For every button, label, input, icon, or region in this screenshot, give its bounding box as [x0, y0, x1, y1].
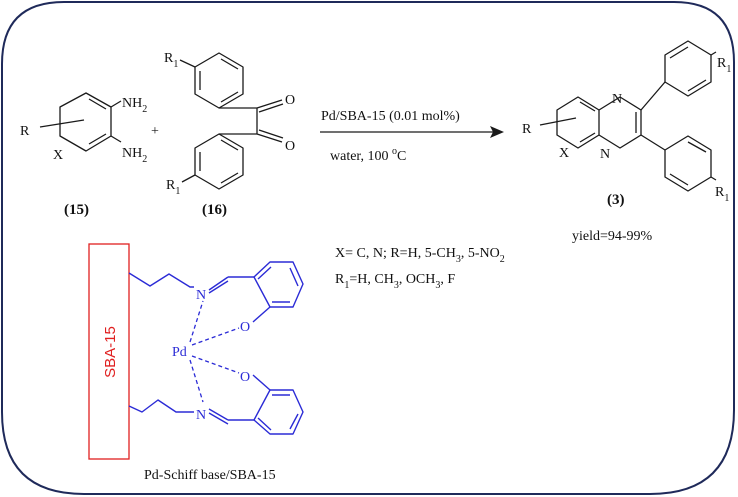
benzil-O-top: O — [285, 93, 295, 108]
reactant-15-diamine: R X NH2 NH2 (15) — [20, 92, 147, 218]
lower-phenoxide-O: O — [240, 370, 250, 385]
quinoxaline-aryl-bonds — [640, 51, 717, 181]
palladium-label: Pd — [172, 345, 187, 360]
benzil-bottom-ring-double-bonds — [199, 139, 239, 184]
reaction-arrow: Pd/SBA-15 (0.01 mol%) water, 100 oC — [320, 109, 504, 164]
quinoxaline-N-bottom: N — [600, 147, 610, 162]
arrow-condition-text: water, 100 oC — [330, 146, 406, 164]
sba15-support-label: SBA-15 — [102, 326, 119, 378]
lower-imine-N: N — [196, 408, 206, 423]
lower-phenol-ring-double-bonds — [257, 394, 299, 431]
diamine-NH2-bonds — [110, 100, 122, 143]
quinoxaline-R-bond — [539, 117, 577, 126]
diamine-R-label: R — [20, 124, 30, 139]
benzil-O-bottom: O — [285, 139, 295, 154]
diamine-R-bond — [39, 119, 85, 128]
upper-phenoxide-bond — [252, 306, 271, 323]
benzil-top-ring-double-bonds — [199, 58, 239, 103]
quinoxaline-benzo-ring — [556, 96, 600, 149]
product-yield: yield=94-99% — [572, 229, 653, 244]
lower-phenol-ring — [253, 389, 304, 435]
diamine-ring-double-bonds — [88, 98, 107, 145]
conditions-line-2: R1=H, CH3, OCH3, F — [335, 272, 455, 291]
quinoxaline-bottom-ring — [664, 135, 712, 192]
diamine-NH2-top: NH2 — [122, 96, 147, 115]
benzil-dicarbonyl-bonds — [219, 99, 284, 143]
reactant-16-benzil: O O R1 R1 (16) — [164, 51, 295, 218]
diamine-NH2-bottom: NH2 — [122, 146, 147, 165]
upper-phenol-ring — [253, 261, 304, 308]
reactant-15-label: (15) — [64, 202, 89, 218]
benzil-top-ring — [194, 52, 244, 109]
quinoxaline-benzo-double-bonds — [579, 101, 596, 143]
benzil-R1-bottom: R1 — [166, 178, 180, 197]
plus-sign: + — [151, 124, 159, 139]
quinoxaline-bottom-ring-double-bonds — [669, 141, 707, 186]
conditions-line-1: X= C, N; R=H, 5-CH3, 5-NO2 — [335, 246, 505, 265]
product-3-label: (3) — [607, 192, 625, 208]
upper-phenol-ring-double-bonds — [257, 266, 299, 303]
quinoxaline-R1-top: R1 — [717, 56, 731, 75]
reactant-16-label: (16) — [202, 202, 227, 218]
diamine-X-label: X — [53, 148, 63, 163]
catalyst-structure: SBA-15 N O Pd O N Pd-Schiff base/SBA-15 — [88, 243, 304, 483]
quinoxaline-top-ring-double-bonds — [669, 46, 707, 92]
lower-propyl-chain — [128, 399, 194, 413]
lower-phenoxide-bond — [252, 374, 271, 391]
lower-imine-bonds — [208, 408, 254, 425]
catalyst-caption: Pd-Schiff base/SBA-15 — [144, 468, 276, 483]
quinoxaline-R-label: R — [522, 122, 532, 137]
upper-imine-bonds — [208, 276, 254, 294]
product-3-quinoxaline: N N X R R1 R1 (3) yield=94-99% — [522, 40, 731, 244]
quinoxaline-N-top: N — [612, 92, 622, 107]
benzil-R1-bonds — [179, 59, 196, 183]
benzil-bottom-ring — [194, 133, 244, 190]
upper-imine-N: N — [196, 288, 206, 303]
substituent-conditions: X= C, N; R=H, 5-CH3, 5-NO2 R1=H, CH3, OC… — [335, 246, 505, 291]
upper-phenoxide-O: O — [240, 320, 250, 335]
quinoxaline-top-ring — [664, 40, 712, 97]
arrow-reagent-text: Pd/SBA-15 (0.01 mol%) — [321, 109, 460, 124]
sba15-support-box — [88, 243, 130, 460]
arrow-head — [490, 126, 504, 138]
quinoxaline-pyrazine-ring — [598, 96, 642, 149]
upper-propyl-chain — [128, 272, 194, 288]
quinoxaline-R1-bottom: R1 — [715, 185, 729, 204]
pd-coordination-bonds — [189, 300, 240, 403]
benzil-R1-top: R1 — [164, 51, 178, 70]
quinoxaline-X-label: X — [559, 146, 569, 161]
